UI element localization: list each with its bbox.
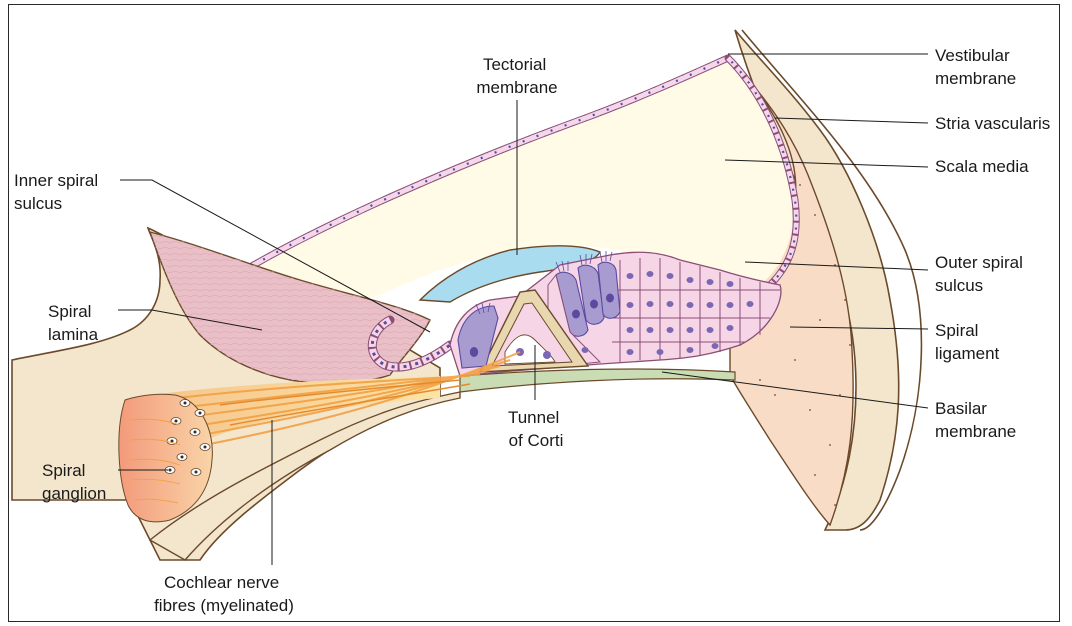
label-vestibular-membrane: Vestibular membrane	[935, 46, 1016, 88]
label-spiral-ligament: Spiral ligament	[935, 321, 1000, 363]
label-basilar-membrane: Basilar membrane	[935, 399, 1016, 441]
label-tectorial-membrane: Tectorial membrane	[476, 55, 557, 97]
label-scala-media: Scala media	[935, 157, 1029, 176]
label-stria-vascularis: Stria vascularis	[935, 114, 1050, 133]
label-cochlear-nerve-fibres: Cochlear nerve fibres (myelinated)	[154, 573, 294, 615]
label-outer-spiral-sulcus: Outer spiral sulcus	[935, 253, 1028, 295]
label-tunnel-of-corti: Tunnel of Corti	[508, 408, 564, 450]
label-spiral-lamina: Spiral lamina	[48, 302, 99, 344]
label-inner-spiral-sulcus: Inner spiral sulcus	[14, 171, 103, 213]
